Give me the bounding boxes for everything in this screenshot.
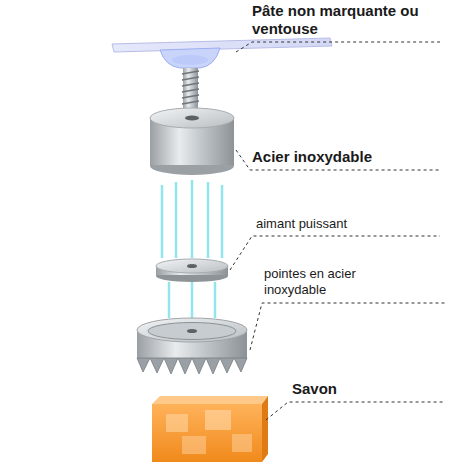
label-slot: aimant puissant: [256, 216, 456, 232]
suction-plate: [112, 38, 332, 68]
spiked-ring: [137, 318, 247, 374]
label-slot: Pâte non marquante ou ventouse: [252, 2, 420, 38]
part-label: Acier inoxydable: [252, 148, 452, 166]
label-slot: Savon: [292, 380, 442, 398]
part-label: Pâte non marquante ou ventouse: [252, 2, 420, 38]
label-slot: pointes en acier inoxydable: [264, 266, 404, 297]
label-slot: Acier inoxydable: [252, 148, 452, 166]
magnet-disc: [156, 259, 228, 282]
part-label: Savon: [292, 380, 442, 398]
steel-cylinder: [150, 108, 234, 175]
screw: [182, 68, 199, 110]
soap-bar: [152, 396, 268, 462]
part-label: pointes en acier inoxydable: [264, 266, 404, 297]
part-label: aimant puissant: [256, 216, 456, 232]
magnetic-field-rays: [162, 180, 222, 318]
